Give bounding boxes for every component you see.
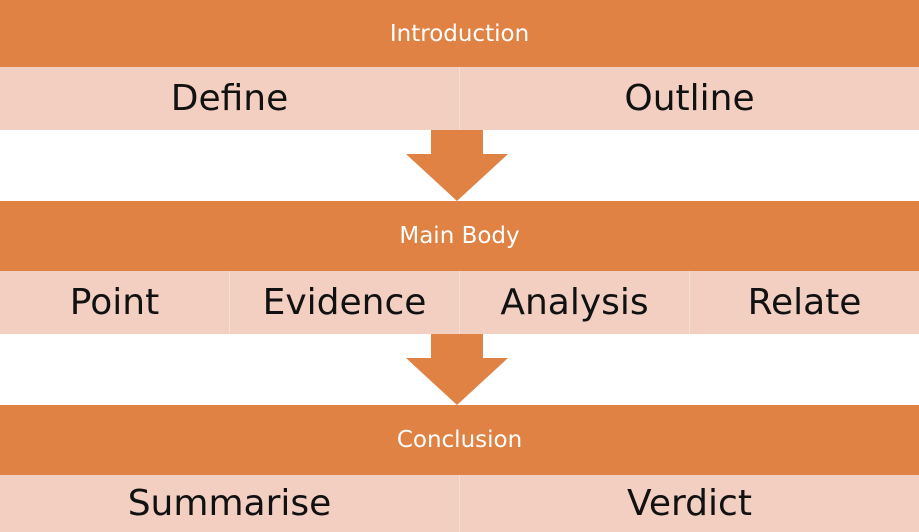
main-body-heading: Main Body xyxy=(0,201,919,271)
item-define: Define xyxy=(0,67,460,130)
item-analysis: Analysis xyxy=(460,271,690,334)
conclusion-items-row: Summarise Verdict xyxy=(0,475,919,532)
down-arrow-icon xyxy=(406,334,508,405)
main-body-items-row: Point Evidence Analysis Relate xyxy=(0,271,919,334)
introduction-heading: Introduction xyxy=(0,0,919,67)
introduction-items-row: Define Outline xyxy=(0,67,919,130)
item-relate: Relate xyxy=(747,282,862,323)
item-verdict: Verdict xyxy=(627,483,752,524)
conclusion-heading: Conclusion xyxy=(0,405,919,475)
down-arrow-icon xyxy=(406,130,508,201)
item-evidence: Evidence xyxy=(230,271,460,334)
item-point: Point xyxy=(0,271,230,334)
item-summarise: Summarise xyxy=(0,475,460,532)
item-outline: Outline xyxy=(624,78,755,119)
